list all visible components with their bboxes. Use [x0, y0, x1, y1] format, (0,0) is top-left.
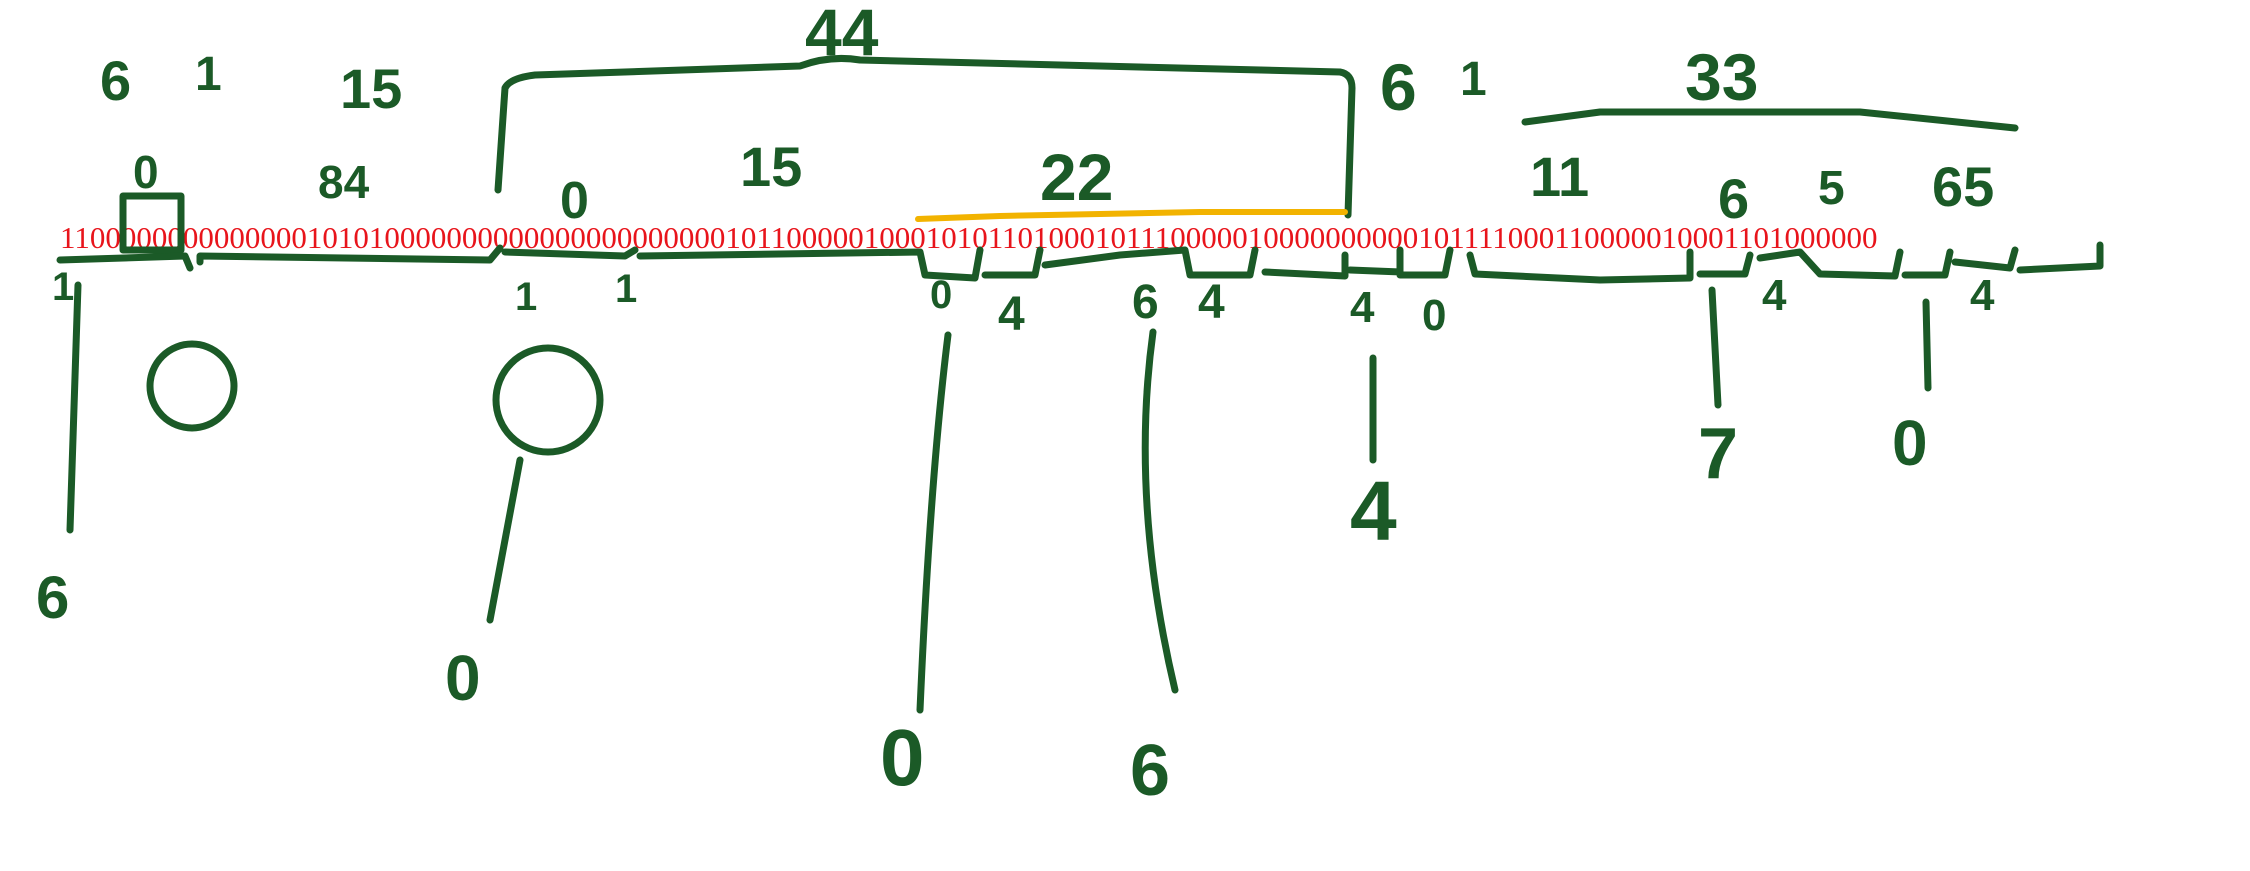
- line-leaf-7: [1708, 286, 1722, 409]
- under-4a: 4: [998, 288, 1025, 341]
- leaf-6: 6: [36, 564, 69, 631]
- leaf-4: 4: [1350, 464, 1397, 558]
- leaf-6b: 6: [1130, 731, 1170, 811]
- label-top-1: 1: [195, 48, 222, 101]
- bitstring: 1100000000000000101010000000000000000000…: [60, 220, 1878, 255]
- brace-44: [494, 55, 1356, 219]
- under-1a: 1: [52, 265, 74, 309]
- label-61-one: 1: [1460, 53, 1487, 106]
- label-top-6: 6: [100, 49, 131, 112]
- leaf-0b: 0: [880, 713, 925, 802]
- label-65: 65: [1932, 155, 1994, 218]
- line-leaf-6b: [1141, 328, 1179, 694]
- leaf-0c: 0: [1892, 407, 1928, 479]
- under-4e: 4: [1970, 271, 1995, 320]
- line-leaf-0a: [486, 456, 524, 624]
- label-top-33: 33: [1685, 40, 1758, 114]
- line-leaf-6: [66, 281, 82, 534]
- leaf-circle-1: [146, 340, 238, 432]
- under-6: 6: [1132, 276, 1159, 329]
- leaf-0a: 0: [445, 642, 481, 714]
- label-box-0: 0: [133, 146, 159, 198]
- label-mid-15: 15: [740, 135, 802, 198]
- label-top-15: 15: [340, 57, 402, 120]
- label-mid-22: 22: [1040, 140, 1113, 214]
- under-0b: 0: [1422, 291, 1446, 340]
- leaf-circle-2: [492, 344, 604, 456]
- label-11: 11: [1530, 145, 1589, 208]
- under-1c: 1: [615, 267, 637, 311]
- label-84: 84: [318, 156, 370, 208]
- highlight-underline: [915, 209, 1348, 222]
- under-1b: 1: [515, 275, 537, 319]
- under-4d: 4: [1762, 271, 1787, 320]
- label-61-six: 6: [1380, 50, 1417, 124]
- under-4c: 4: [1350, 283, 1375, 332]
- baseline-segments: [56, 241, 2104, 284]
- under-4b: 4: [1198, 276, 1225, 329]
- label-r-6: 6: [1718, 167, 1749, 230]
- label-mid-0: 0: [560, 172, 589, 230]
- under-0a: 0: [930, 273, 952, 317]
- box-0: [119, 192, 185, 254]
- leaf-7: 7: [1698, 414, 1738, 494]
- brace-33: [1521, 108, 2019, 132]
- line-leaf-0b: [916, 331, 952, 714]
- line-leaf-0c: [1922, 298, 1932, 392]
- label-r-5: 5: [1818, 162, 1845, 215]
